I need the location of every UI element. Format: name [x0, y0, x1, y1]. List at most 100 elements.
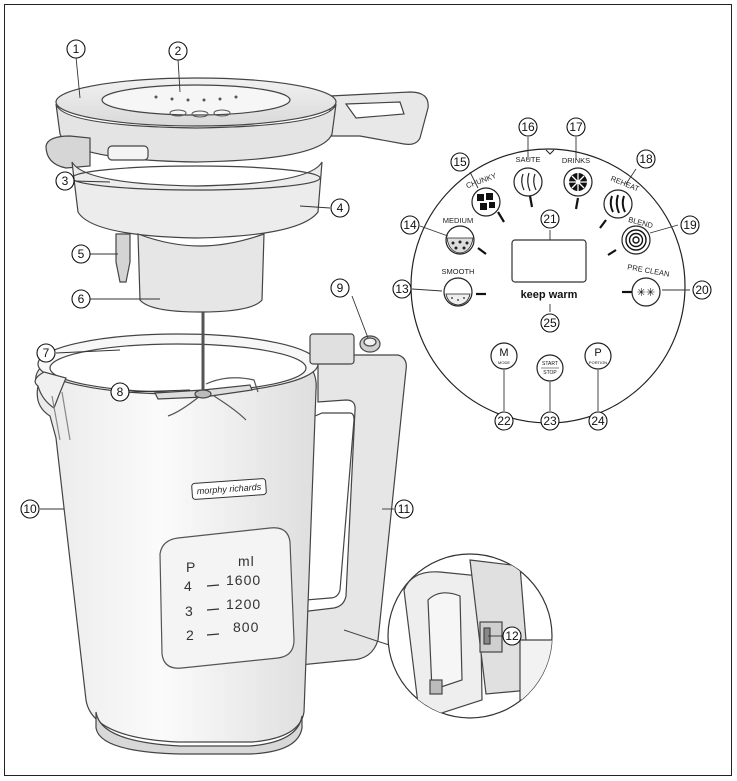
- svg-text:22: 22: [497, 414, 511, 428]
- svg-text:8: 8: [117, 385, 124, 399]
- measure-window: P ml 4 1600 3 1200 2 800: [159, 527, 295, 669]
- callout-2: 2: [168, 41, 188, 61]
- program-medium-label: MEDIUM: [443, 216, 473, 225]
- svg-text:19: 19: [683, 218, 697, 232]
- callout-11: 11: [394, 499, 414, 519]
- callout-9: 9: [330, 278, 350, 298]
- heater-base: [137, 233, 265, 313]
- callout-7: 7: [36, 343, 56, 363]
- mode-button[interactable]: M MODE: [490, 342, 518, 370]
- lid-control-dots: [154, 95, 238, 118]
- callouts: 1 2 3 4 5 6 7 8 9 10 11 12 13 14 15 16 1…: [20, 39, 712, 646]
- lid-top-inner: [101, 84, 291, 116]
- program-medium[interactable]: MEDIUM: [443, 216, 475, 255]
- callout-16: 16: [518, 117, 538, 137]
- lid-assembly: [45, 77, 429, 313]
- mode-button-sub: MODE: [498, 360, 510, 365]
- temperature-probe: [115, 233, 131, 283]
- diagram-frame: [4, 4, 732, 776]
- callout-10: 10: [20, 499, 40, 519]
- svg-text:18: 18: [639, 152, 653, 166]
- lid-collar: [71, 161, 323, 239]
- start-label: START: [542, 361, 558, 367]
- svg-text:11: 11: [398, 502, 411, 516]
- portion-button-letter: P: [594, 347, 601, 359]
- brand-text: morphy richards: [196, 482, 262, 497]
- svg-text:13: 13: [395, 282, 409, 296]
- lcd-display: [511, 239, 587, 283]
- lid-handle-grip: [344, 101, 405, 119]
- control-panel: keep warm SMOOTH MEDIUM: [410, 148, 686, 424]
- keep-warm-label: keep warm: [521, 289, 578, 301]
- program-indicators: [476, 195, 634, 296]
- callout-8: 8: [110, 382, 130, 402]
- svg-text:9: 9: [337, 281, 344, 295]
- callout-12: 12: [502, 626, 522, 646]
- svg-text:14: 14: [403, 218, 417, 232]
- scale-ml-800: 800: [233, 619, 259, 635]
- detail-inset: [343, 553, 553, 719]
- stop-label: STOP: [543, 370, 557, 376]
- blade-arm-left: [167, 395, 201, 417]
- svg-text:4: 4: [337, 201, 344, 215]
- program-smooth-label: SMOOTH: [442, 267, 475, 276]
- leader-lines: [40, 56, 690, 637]
- svg-text:25: 25: [543, 316, 557, 330]
- jug-spout-groove: [51, 391, 71, 441]
- program-blend[interactable]: BLEND: [621, 215, 654, 255]
- callout-6: 6: [71, 289, 91, 309]
- lid-slot: [107, 145, 149, 161]
- svg-text:24: 24: [591, 414, 605, 428]
- scale-header-ml: ml: [238, 553, 255, 569]
- svg-text:17: 17: [569, 120, 583, 134]
- callout-13: 13: [392, 279, 412, 299]
- handle-inner: [305, 412, 355, 601]
- scale-p-4: 4: [184, 578, 193, 594]
- callout-22: 22: [494, 411, 514, 431]
- blade-arm-right: [213, 395, 247, 421]
- callout-18: 18: [636, 149, 656, 169]
- callout-20: 20: [692, 280, 712, 300]
- svg-text:16: 16: [521, 120, 535, 134]
- callout-21: 21: [540, 209, 560, 229]
- scale-p-2: 2: [186, 627, 195, 643]
- portion-button[interactable]: P PORTION: [584, 342, 612, 370]
- brand-badge: morphy richards: [191, 478, 267, 500]
- inset-connector: [343, 629, 393, 647]
- jug-base: [95, 711, 303, 755]
- callout-19: 19: [680, 215, 700, 235]
- svg-text:20: 20: [695, 283, 709, 297]
- scale-tick-1600: [206, 584, 220, 587]
- program-drinks[interactable]: DRINKS: [562, 156, 593, 197]
- program-drinks-label: DRINKS: [562, 156, 590, 165]
- jug-spout: [34, 371, 67, 409]
- svg-text:12: 12: [505, 629, 519, 643]
- svg-text:1: 1: [73, 42, 80, 56]
- callout-14: 14: [400, 215, 420, 235]
- callout-5: 5: [71, 244, 91, 264]
- callout-17: 17: [566, 117, 586, 137]
- program-saute[interactable]: SAUTE: [513, 155, 543, 197]
- scale-tick-800: [206, 633, 220, 636]
- svg-text:10: 10: [23, 502, 37, 516]
- svg-text:3: 3: [62, 174, 69, 188]
- scale-header-p: P: [186, 559, 196, 575]
- svg-text:15: 15: [453, 155, 467, 169]
- lid-handle: [329, 91, 429, 145]
- safety-switch: [309, 333, 381, 365]
- start-stop-button[interactable]: START STOP: [536, 354, 564, 382]
- scale-ml-1200: 1200: [226, 596, 261, 612]
- callout-4: 4: [330, 198, 350, 218]
- callout-15: 15: [450, 152, 470, 172]
- panel-notch: [545, 149, 555, 155]
- scale-p-3: 3: [185, 603, 194, 619]
- callout-24: 24: [588, 411, 608, 431]
- svg-text:5: 5: [78, 247, 85, 261]
- lid-lock-tab: [45, 135, 91, 169]
- callout-25: 25: [540, 313, 560, 333]
- scale-ml-1600: 1600: [226, 572, 261, 588]
- sparkle-icon: ✳✳: [637, 286, 655, 299]
- blade-hub: [194, 389, 212, 399]
- program-smooth[interactable]: SMOOTH: [442, 267, 475, 307]
